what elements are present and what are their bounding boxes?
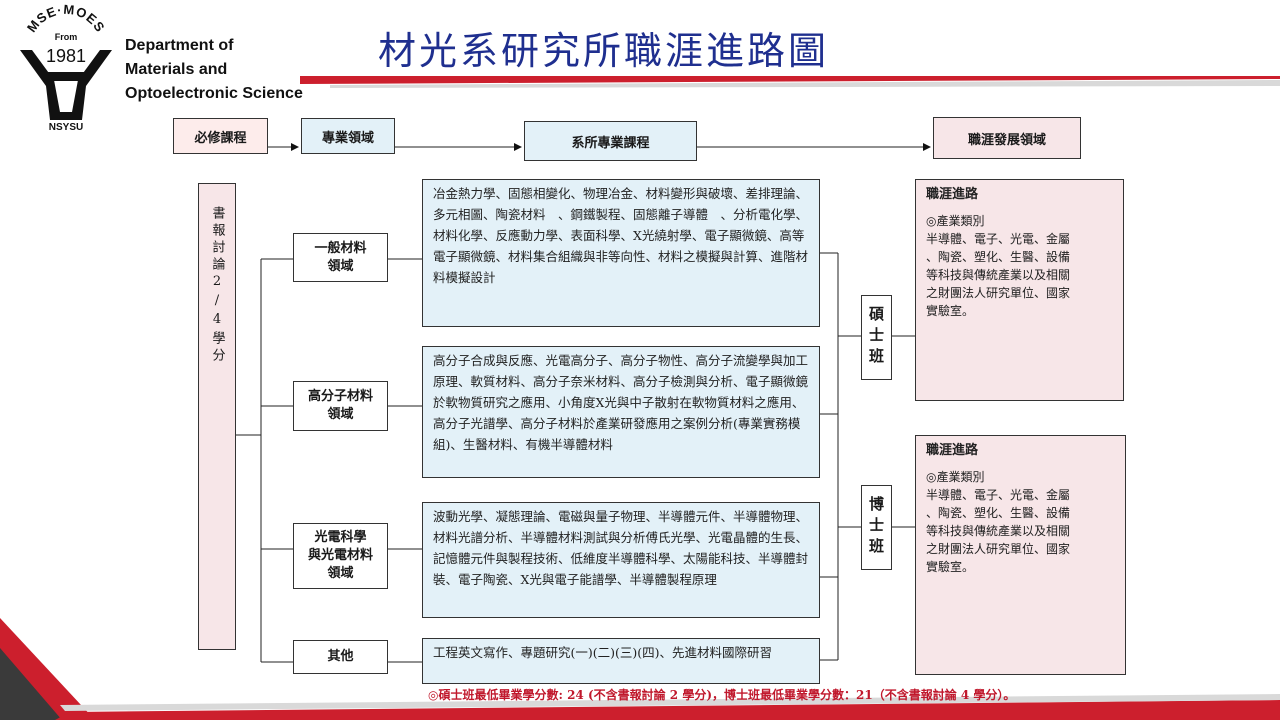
- courses-general-materials: 冶金熱力學、固態相變化、物理冶金、材料變形與破壞、差排理論、多元相圖、陶瓷材料 …: [422, 179, 820, 327]
- bottom-red-stripe: [55, 700, 1280, 720]
- dept-line-3: Optoelectronic Science: [125, 85, 303, 102]
- degree-phd-label: 博士班: [867, 496, 885, 559]
- dept-name: Department of Materials and Optoelectron…: [125, 34, 303, 106]
- courses-other: 工程英文寫作、專題研究(一)(二)(三)(四)、先進材料國際研習: [422, 638, 820, 684]
- career-phd: 職涯進路 ◎產業類別 半導體、電子、光電、金屬 、陶瓷、塑化、生醫、設備 等科技…: [915, 435, 1126, 675]
- career-master-category: ◎產業類別: [926, 214, 985, 228]
- header-professional-field: 專業領域: [301, 118, 395, 154]
- career-master-title: 職涯進路: [926, 187, 979, 202]
- graduation-credit-note: ◎碩士班最低畢業學分數: 24 (不含書報討論 2 學分)，博士班最低畢業學分數…: [428, 688, 1016, 702]
- header-dept-courses: 系所專業課程: [524, 121, 697, 161]
- header-required-courses: 必修課程: [173, 118, 268, 154]
- field-other: 其他: [293, 640, 388, 674]
- degree-master-label: 碩士班: [867, 306, 885, 369]
- header-red-stripe: [300, 76, 1280, 84]
- courses-polymer-materials: 高分子合成與反應、光電高分子、高分子物性、高分子流變學與加工原理、軟質材料、高分…: [422, 346, 820, 478]
- field-general-materials: 一般材料 領域: [293, 233, 388, 282]
- career-phd-body: 半導體、電子、光電、金屬 、陶瓷、塑化、生醫、設備 等科技與傳統產業以及相關 之…: [926, 488, 1071, 574]
- corner-dark-triangle: [0, 648, 62, 720]
- logo-from: From: [55, 32, 78, 42]
- dept-line-2: Materials and: [125, 61, 228, 78]
- career-phd-category: ◎產業類別: [926, 470, 985, 484]
- seminar-text: 書報討論2/4學分: [209, 206, 225, 365]
- degree-master: 碩士班: [861, 295, 892, 380]
- logo-year: 1981: [46, 46, 86, 66]
- header-gray-stripe: [330, 80, 1280, 88]
- degree-phd: 博士班: [861, 485, 892, 570]
- career-master-body: 半導體、電子、光電、金屬 、陶瓷、塑化、生醫、設備 等科技與傳統產業以及相關 之…: [926, 232, 1071, 318]
- dept-line-1: Department of: [125, 37, 234, 54]
- field-optoelectronic: 光電科學 與光電材料 領域: [293, 523, 388, 589]
- header-career-field: 職涯發展領域: [933, 117, 1081, 159]
- logo-org: NSYSU: [49, 122, 83, 132]
- career-phd-title: 職涯進路: [926, 443, 979, 458]
- career-master: 職涯進路 ◎產業類別 半導體、電子、光電、金屬 、陶瓷、塑化、生醫、設備 等科技…: [915, 179, 1124, 401]
- page-title: 材光系研究所職涯進路圖: [378, 29, 830, 73]
- seminar-box: 書報討論2/4學分: [198, 183, 236, 650]
- field-polymer-materials: 高分子材料 領域: [293, 381, 388, 431]
- bottom-gray-stripe: [60, 694, 1280, 711]
- courses-optoelectronic: 波動光學、凝態理論、電磁與量子物理、半導體元件、半導體物理、材料光譜分析、半導體…: [422, 502, 820, 618]
- dept-logo: MSE·MOES From 1981 NSYSU: [20, 2, 112, 132]
